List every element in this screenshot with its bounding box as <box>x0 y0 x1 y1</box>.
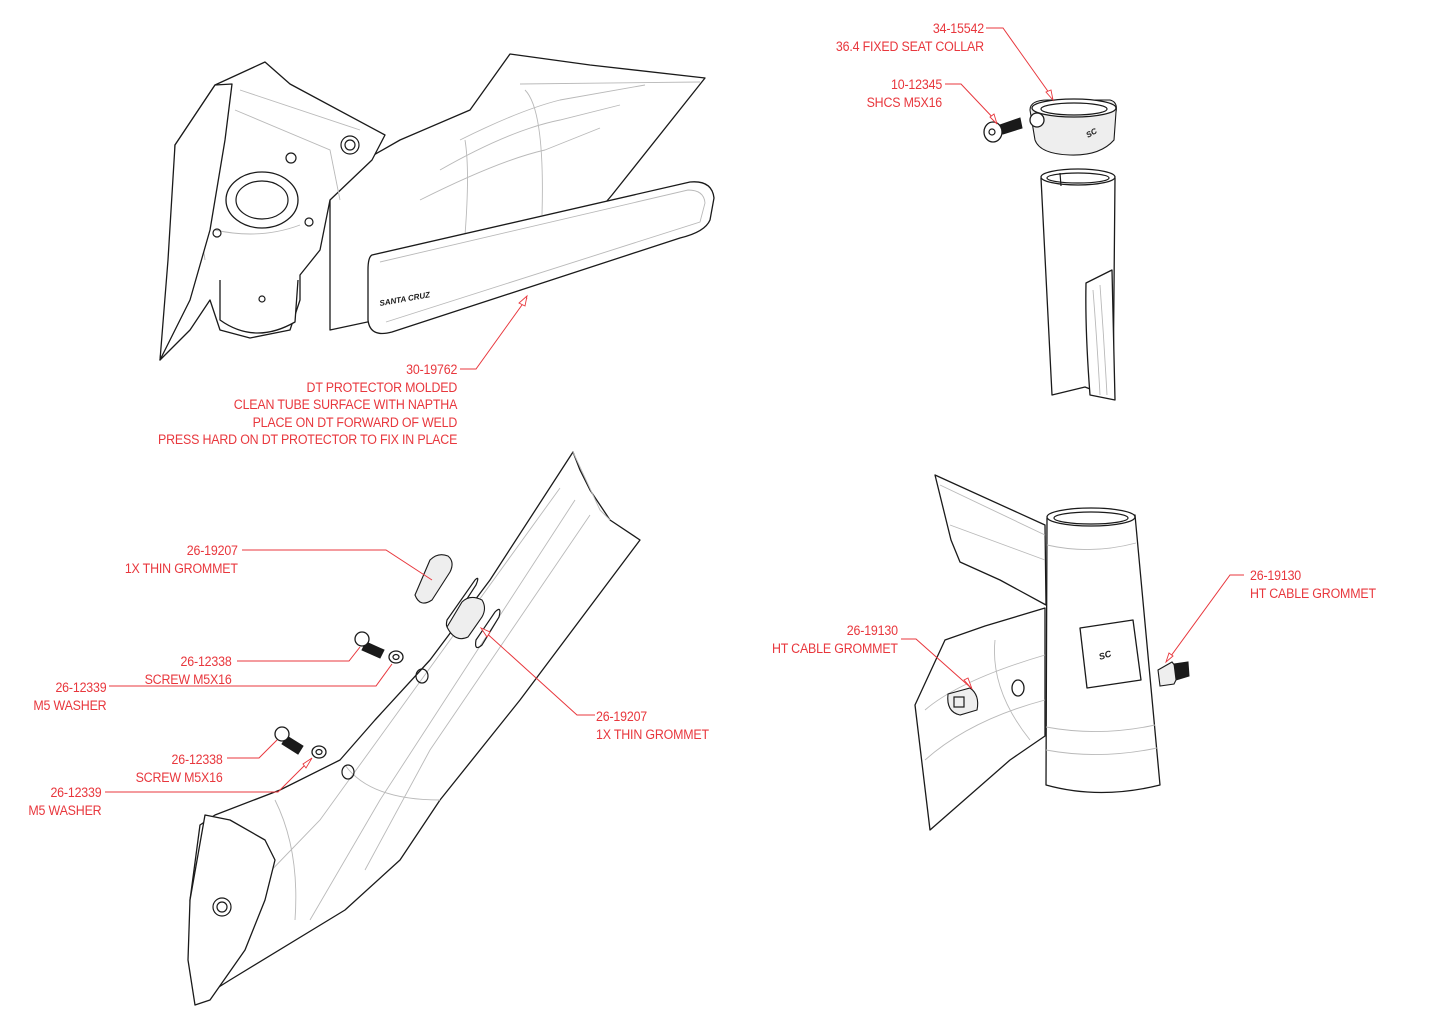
cable-slot <box>475 608 501 649</box>
part-description: SCREW M5X16 <box>135 769 223 785</box>
view-seat-collar: SC <box>945 27 1117 401</box>
part-number: 26-19207 <box>186 543 238 558</box>
head-badge <box>1079 619 1142 689</box>
part-number: 26-19207 <box>596 709 648 724</box>
leader-26-19207-a <box>242 549 433 581</box>
view-downtube-protector: SANTA CRUZ <box>159 53 715 370</box>
screw-upper[interactable] <box>354 631 385 659</box>
callout-26-12339-a: 26-12339 M5 WASHER <box>33 679 106 714</box>
part-description: HT CABLE GROMMET <box>1250 585 1376 601</box>
view-headtube-grommets: SC <box>901 474 1244 831</box>
part-description: SCREW M5X16 <box>144 671 232 687</box>
callout-10-12345: 10-12345 SHCS M5X16 <box>866 76 943 111</box>
part-description: SHCS M5X16 <box>866 94 943 110</box>
callout-26-19207-a: 26-19207 1X THIN GROMMET <box>125 542 238 577</box>
callout-26-12338-a: 26-12338 SCREW M5X16 <box>145 653 232 688</box>
part-number: 34-15542 <box>932 21 984 36</box>
ht-cable-grommet-right[interactable] <box>1157 661 1190 687</box>
down-tube <box>914 607 1046 831</box>
callout-26-12338-b: 26-12338 SCREW M5X16 <box>136 751 223 786</box>
callout-34-15542: 34-15542 36.4 FIXED SEAT COLLAR <box>836 20 984 55</box>
leader-10-12345 <box>945 83 997 122</box>
part-description: 36.4 FIXED SEAT COLLAR <box>835 38 984 54</box>
leader-26-12339-b <box>105 759 311 793</box>
callout-26-12339-b: 26-12339 M5 WASHER <box>28 784 101 819</box>
part-description: HT CABLE GROMMET <box>772 640 898 656</box>
callout-26-19130-left: 26-19130 HT CABLE GROMMET <box>772 622 898 657</box>
part-number: 26-19130 <box>846 623 898 638</box>
callout-26-19207-b: 26-19207 1X THIN GROMMET <box>596 708 709 743</box>
pivot-bolt <box>212 897 232 917</box>
view-downtube-grommets <box>105 451 641 1006</box>
part-description: 1X THIN GROMMET <box>125 560 238 576</box>
thin-grommet-upper[interactable] <box>414 554 453 604</box>
instruction-line: PLACE ON DT FORWARD OF WELD <box>252 414 457 430</box>
part-number: 10-12345 <box>890 77 942 92</box>
badge-logo: SC <box>1098 648 1113 662</box>
callout-30-19762: 30-19762 DT PROTECTOR MOLDED CLEAN TUBE … <box>158 361 457 449</box>
part-description: DT PROTECTOR MOLDED <box>306 379 457 395</box>
part-number: 26-12338 <box>180 654 232 669</box>
seat-tube-gusset <box>1085 269 1116 401</box>
pivot-cylinder <box>219 279 299 334</box>
leader-26-12338-a <box>237 646 361 662</box>
cable-slot <box>445 577 479 628</box>
part-description: M5 WASHER <box>27 802 101 818</box>
leader-26-12339-a <box>109 663 393 687</box>
leader-26-12338-b <box>227 739 278 759</box>
instruction-line: CLEAN TUBE SURFACE WITH NAPTHA <box>233 397 458 412</box>
part-description: M5 WASHER <box>32 697 106 713</box>
link-arm <box>159 83 233 361</box>
leader-30-19762 <box>460 297 528 370</box>
part-number: 26-12338 <box>171 752 223 767</box>
bb-bolt <box>340 135 360 155</box>
ht-cable-grommet-left[interactable] <box>947 687 979 716</box>
shcs-bolt[interactable] <box>983 117 1023 143</box>
leader-26-19130-right <box>1167 574 1244 661</box>
leader-34-15542 <box>986 27 1053 98</box>
dt-protector[interactable] <box>367 181 715 335</box>
part-description: 1X THIN GROMMET <box>596 726 709 742</box>
pivot-end <box>187 814 276 1006</box>
washer-lower[interactable] <box>311 745 327 759</box>
part-number: 26-12339 <box>54 680 106 695</box>
instruction-line: PRESS HARD ON DT PROTECTOR TO FIX IN PLA… <box>157 432 457 447</box>
part-number: 26-12339 <box>49 785 101 800</box>
washer-upper[interactable] <box>388 650 404 664</box>
screw-lower[interactable] <box>274 726 304 755</box>
leader-26-19207-b <box>482 629 595 716</box>
callout-26-19130-right: 26-19130 HT CABLE GROMMET <box>1250 567 1376 602</box>
thin-grommet-lower[interactable] <box>446 596 486 640</box>
leader-26-19130-left <box>901 638 971 688</box>
part-number: 26-19130 <box>1250 568 1302 583</box>
part-number: 30-19762 <box>405 362 457 377</box>
